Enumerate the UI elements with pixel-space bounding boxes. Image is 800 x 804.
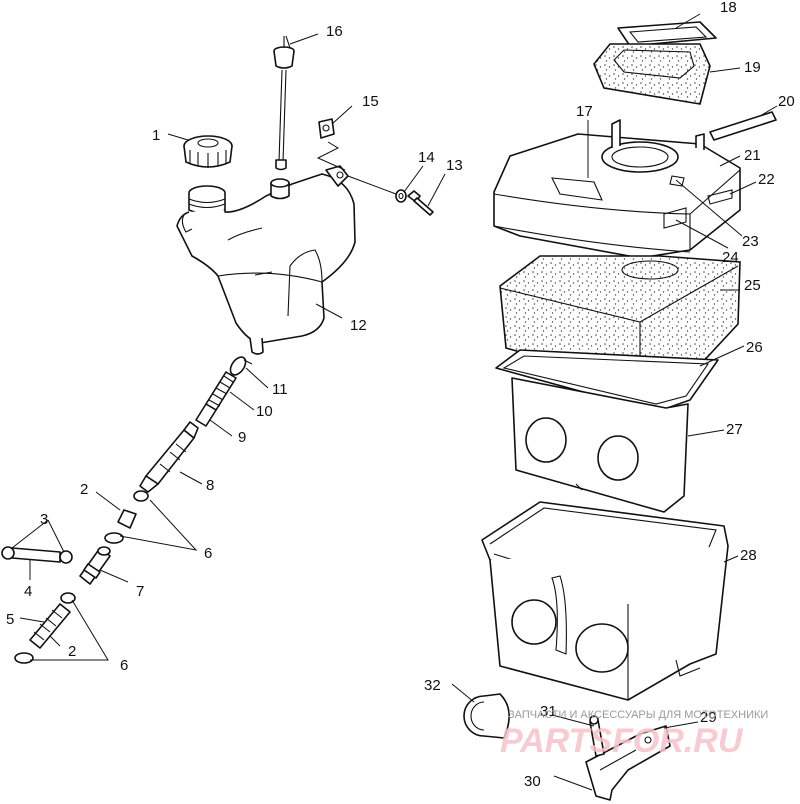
callout-29: 29 <box>700 709 717 726</box>
callout-24: 24 <box>722 249 739 266</box>
strap <box>709 111 777 141</box>
callout-32: 32 <box>424 677 441 694</box>
callout-18: 18 <box>720 0 737 16</box>
callout-6-lower: 6 <box>120 657 128 674</box>
airbox-seal <box>617 21 717 47</box>
callout-30: 30 <box>524 773 541 790</box>
callout-28: 28 <box>740 547 757 564</box>
callout-25: 25 <box>744 277 761 294</box>
watermark-logo: PARTSFOR.RU <box>500 722 744 760</box>
oil-tank <box>176 165 356 355</box>
inline-filter <box>139 421 199 493</box>
callout-31: 31 <box>540 703 557 720</box>
callout-1: 1 <box>152 127 160 144</box>
short-hose <box>1 546 73 564</box>
tank-filler-neck <box>188 185 226 215</box>
mount-bracket <box>585 725 671 801</box>
callout-labels: 1 2 2 3 4 5 6 6 7 8 9 10 11 12 13 14 15 … <box>6 0 795 790</box>
callout-4: 4 <box>24 583 32 600</box>
callout-2-lower: 2 <box>68 643 76 660</box>
hose-spring <box>205 371 237 411</box>
airbox-cover <box>493 119 741 259</box>
callout-17: 17 <box>576 103 593 120</box>
callout-8: 8 <box>206 477 214 494</box>
callout-23: 23 <box>742 233 759 250</box>
callout-22: 22 <box>758 171 775 188</box>
callout-21: 21 <box>744 147 761 164</box>
intake-boot <box>463 693 510 739</box>
callout-12: 12 <box>350 317 367 334</box>
lower-spring <box>29 592 76 649</box>
washer <box>395 189 407 203</box>
hose-clamp <box>229 356 253 376</box>
callout-5: 5 <box>6 611 14 628</box>
dipstick <box>273 35 295 171</box>
callout-7: 7 <box>136 583 144 600</box>
intake-foam <box>593 43 711 105</box>
clamp-lower <box>14 652 34 664</box>
callout-20: 20 <box>778 93 795 110</box>
shutoff-valve <box>79 546 111 585</box>
fuel-hose <box>195 403 217 427</box>
hose-fitting <box>117 490 149 529</box>
callout-9: 9 <box>238 429 246 446</box>
callout-14: 14 <box>418 149 435 166</box>
clamp-upper <box>104 532 124 544</box>
callout-13: 13 <box>446 157 463 174</box>
leader-lines <box>11 13 778 791</box>
mount-screw <box>589 715 605 757</box>
callout-3: 3 <box>40 511 48 528</box>
callout-26: 26 <box>746 339 763 356</box>
callout-2-upper: 2 <box>80 481 88 498</box>
bolt <box>407 190 434 216</box>
callout-27: 27 <box>726 421 743 438</box>
watermark-tagline: ЗАПЧАСТИ И АКСЕССУАРЫ ДЛЯ МОТОТЕХНИКИ <box>508 709 768 721</box>
callout-10: 10 <box>256 403 273 420</box>
callout-15: 15 <box>362 93 379 110</box>
callout-11: 11 <box>272 381 288 398</box>
callout-16: 16 <box>326 23 343 40</box>
airbox-base <box>481 501 729 701</box>
callout-6-upper: 6 <box>204 545 212 562</box>
filter-plate <box>511 377 689 513</box>
callout-19: 19 <box>744 59 761 76</box>
clip <box>318 118 335 139</box>
watermark: PARTSFOR.RU ЗАПЧАСТИ И АКСЕССУАРЫ ДЛЯ МО… <box>500 709 768 760</box>
tank-cap <box>183 135 233 168</box>
